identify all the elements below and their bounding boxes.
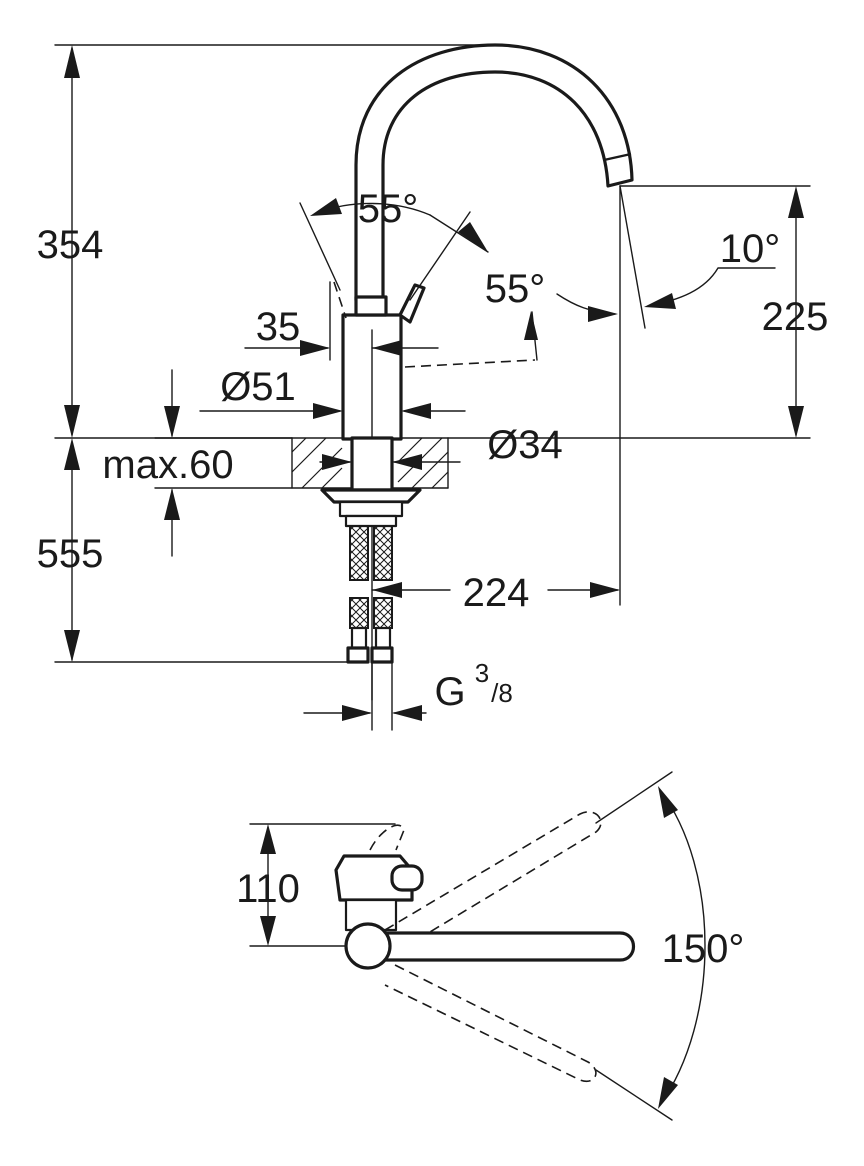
lever-angle-top-leader bbox=[429, 214, 489, 253]
spout-base-ring bbox=[344, 922, 392, 970]
top-view: 110 150° bbox=[236, 771, 745, 1121]
spout-tilt-line bbox=[619, 185, 646, 329]
side-view: 354 555 225 bbox=[37, 43, 829, 731]
thread-denominator-label: /8 bbox=[491, 678, 513, 708]
max-deck-label: max.60 bbox=[102, 443, 233, 487]
swivel-ext-lower bbox=[595, 1069, 673, 1121]
hose-nut-left bbox=[346, 646, 370, 664]
swivel-arc bbox=[659, 789, 706, 1106]
lever-top-dashed bbox=[369, 824, 405, 851]
body-neck bbox=[354, 295, 388, 317]
lever-knob-top bbox=[390, 864, 424, 892]
dimension-354 bbox=[64, 45, 80, 438]
spout-tilt-label: 10° bbox=[720, 227, 781, 271]
spout-aerator-line bbox=[603, 152, 632, 162]
top-depth-label: 110 bbox=[236, 867, 300, 911]
lever-angle-top-ext-left bbox=[299, 202, 341, 291]
lever-angle-top-ext-right bbox=[409, 211, 471, 301]
hose-ferrule-left bbox=[350, 626, 368, 650]
mounting-bracket bbox=[338, 500, 404, 518]
spout-swing-lower bbox=[384, 964, 597, 1083]
dimension-max60 bbox=[154, 369, 293, 557]
hose-ferrule-right bbox=[374, 626, 392, 650]
mounting-shank bbox=[350, 436, 394, 492]
lever-angle-top-label: 55° bbox=[358, 187, 419, 231]
shank-diameter-label: Ø34 bbox=[487, 423, 563, 467]
base-diameter-label: Ø51 bbox=[220, 365, 296, 409]
mounting-nut bbox=[320, 488, 422, 504]
height-total-label: 354 bbox=[37, 223, 104, 267]
spout bbox=[354, 43, 634, 302]
below-deck-label: 555 bbox=[37, 532, 104, 576]
spout-top-view bbox=[366, 931, 636, 962]
lever-offset-label: 35 bbox=[256, 305, 301, 349]
dimension-225 bbox=[788, 186, 804, 438]
hose-nut-right bbox=[370, 646, 394, 664]
supply-hose-right bbox=[373, 525, 393, 581]
swivel-angle-label: 150° bbox=[662, 927, 745, 971]
spout-swing-upper bbox=[384, 811, 602, 951]
mounting-washer bbox=[344, 514, 398, 528]
swivel-ext-upper bbox=[595, 771, 673, 824]
supply-hose-left bbox=[349, 525, 369, 581]
thread-numerator-label: 3 bbox=[475, 658, 489, 688]
spout-reach-label: 224 bbox=[463, 571, 530, 615]
lever-handle bbox=[398, 283, 426, 324]
supply-hose-left-lower bbox=[349, 597, 369, 629]
spout-height-label: 225 bbox=[762, 295, 829, 339]
worktop-section bbox=[154, 437, 449, 489]
thread-main-label: G bbox=[434, 670, 465, 714]
lever-alt-position-left bbox=[333, 281, 347, 319]
dimension-555 bbox=[64, 438, 80, 662]
lever-angle-side-label: 55° bbox=[485, 267, 546, 311]
lever-alt-position-front bbox=[404, 359, 536, 368]
supply-hose-right-lower bbox=[373, 597, 393, 629]
